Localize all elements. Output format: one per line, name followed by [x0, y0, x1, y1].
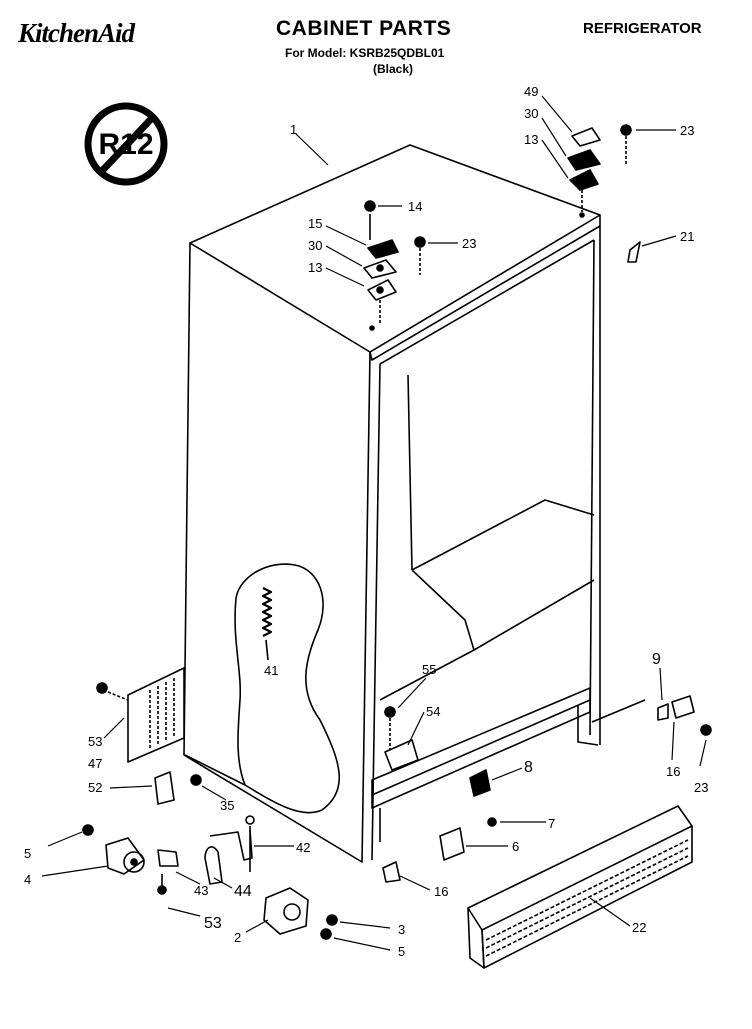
- callout-42: 42: [296, 840, 310, 855]
- variant-label: (Black): [373, 62, 414, 76]
- page-title: CABINET PARTS: [276, 17, 452, 40]
- toe-grille: [467, 805, 693, 969]
- leader-lines: [41, 95, 707, 951]
- callout-15: 15: [308, 216, 322, 231]
- callout-23-right: 23: [694, 780, 708, 795]
- lower-left-parts: [82, 815, 338, 940]
- callout-14: 14: [408, 199, 422, 214]
- callout-53-lower: 53: [204, 915, 222, 932]
- callout-30-top: 30: [524, 106, 538, 121]
- callout-3: 3: [398, 922, 405, 937]
- callout-30: 30: [308, 238, 322, 253]
- callout-43: 43: [194, 883, 208, 898]
- r12-badge: R12: [84, 102, 168, 186]
- callout-35: 35: [220, 798, 234, 813]
- callout-9: 9: [652, 651, 661, 668]
- callout-47: 47: [88, 756, 102, 771]
- callout-23-top: 23: [680, 123, 694, 138]
- center-lower-parts: [382, 706, 497, 883]
- callout-44: 44: [234, 883, 252, 900]
- callout-5-left: 5: [24, 846, 31, 861]
- callout-5-lower: 5: [398, 944, 405, 959]
- callout-23-center: 23: [462, 236, 476, 251]
- right-bracket: [591, 695, 712, 736]
- callout-53-upper: 53: [88, 734, 102, 749]
- callout-4: 4: [24, 872, 31, 887]
- callout-41: 41: [264, 663, 278, 678]
- top-right-hinge: [567, 124, 641, 263]
- callout-52: 52: [88, 780, 102, 795]
- callout-49: 49: [524, 84, 538, 99]
- callout-13-top: 13: [524, 132, 538, 147]
- appliance-type: REFRIGERATOR: [583, 20, 702, 37]
- cabinet-body: [183, 144, 601, 863]
- callout-labels: 1 49 30 13 23 14 15 30 23 13 21 41 55 54…: [24, 84, 708, 959]
- callout-16-lower: 16: [434, 884, 448, 899]
- brand-logo: KitchenAid: [18, 18, 135, 48]
- callout-2: 2: [234, 930, 241, 945]
- callout-8: 8: [524, 759, 533, 776]
- callout-1: 1: [290, 122, 297, 137]
- model-line: For Model: KSRB25QDBL01: [285, 46, 445, 60]
- callout-21: 21: [680, 229, 694, 244]
- callout-13: 13: [308, 260, 322, 275]
- callout-22: 22: [632, 920, 646, 935]
- callout-7: 7: [548, 816, 555, 831]
- callout-16-right: 16: [666, 764, 680, 779]
- left-bracket: [96, 667, 202, 805]
- callout-6: 6: [512, 839, 519, 854]
- center-hinge: [363, 200, 426, 331]
- callout-54: 54: [426, 704, 440, 719]
- callout-55: 55: [422, 662, 436, 677]
